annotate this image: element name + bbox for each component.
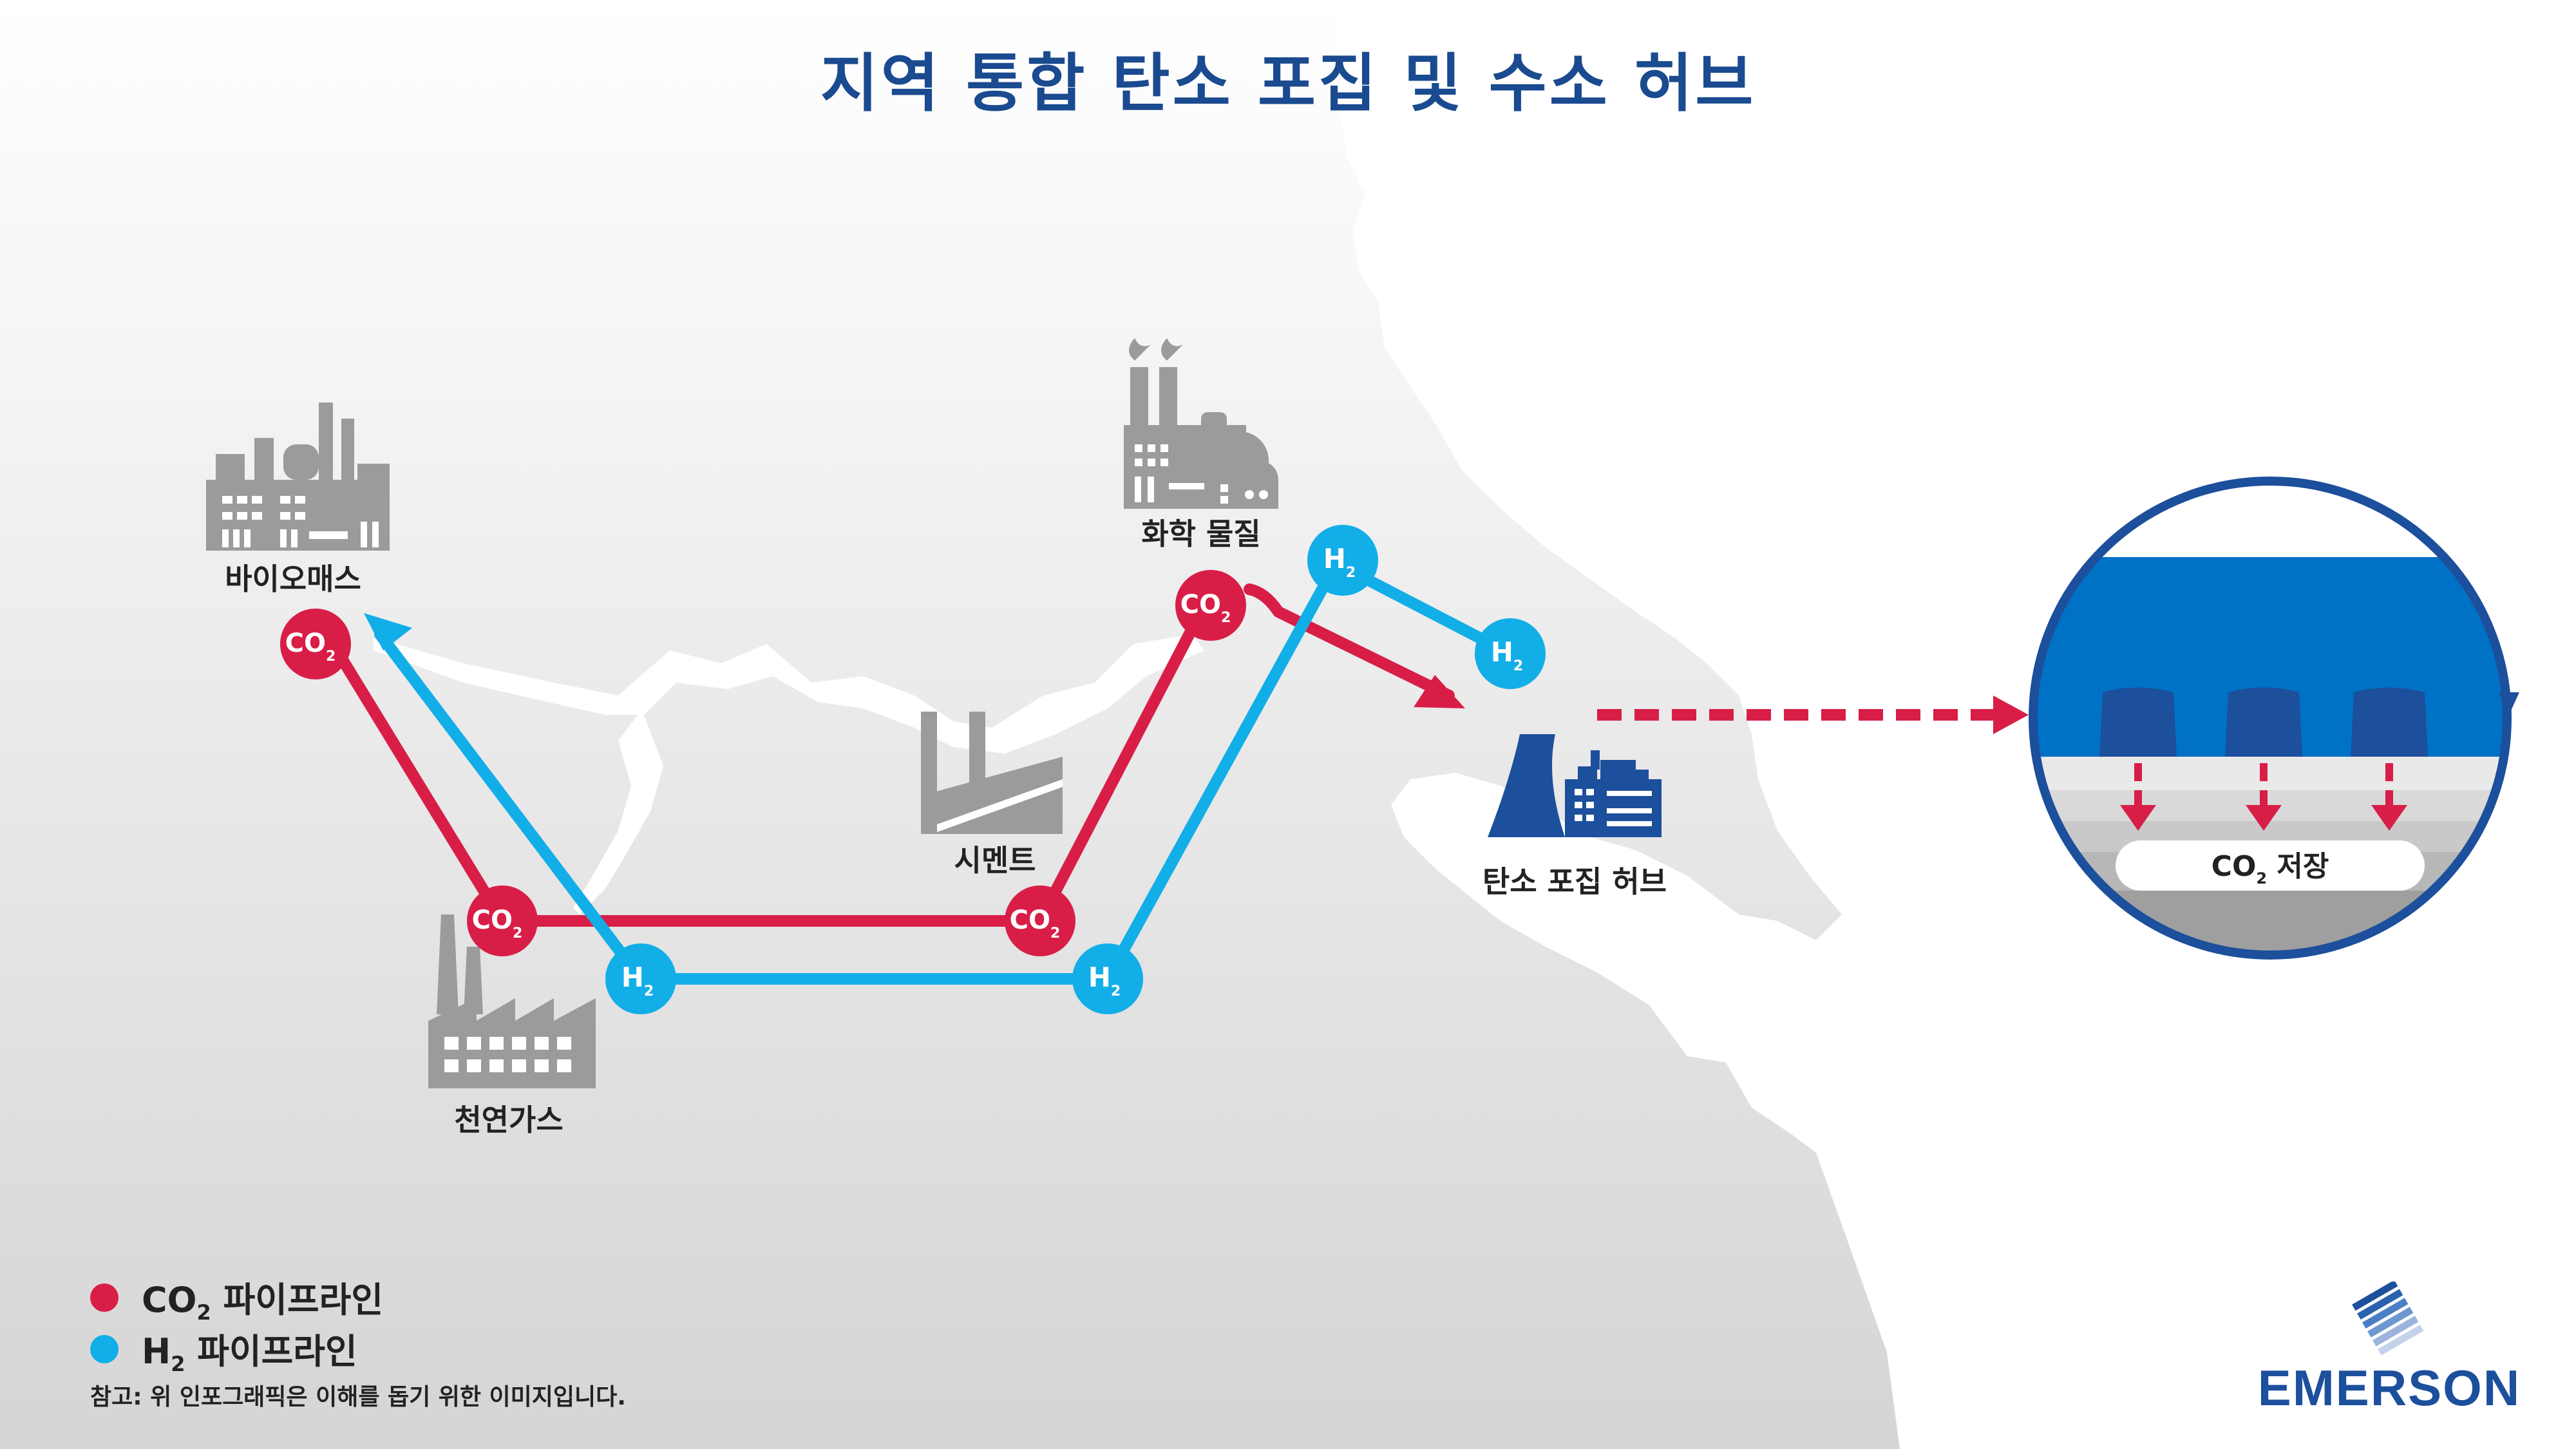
site-label-hub: 탄소 포집 허브 <box>1482 864 1667 899</box>
river <box>374 634 1204 914</box>
h2-arrowhead <box>364 613 412 650</box>
legend-item-co2: CO2 파이프라인 <box>90 1272 384 1325</box>
svg-text:H2: H2 <box>1088 961 1121 999</box>
storage-arrowhead <box>1993 696 2029 734</box>
co2-pipeline <box>329 583 1455 927</box>
storage-label: CO2 저장 <box>2211 850 2329 887</box>
svg-text:CO2: CO2 <box>285 629 336 665</box>
emerson-logo-icon <box>2352 1280 2424 1356</box>
legend-co2-label: CO2 파이프라인 <box>142 1279 384 1325</box>
carbon-capture-hub-icon <box>1488 734 1662 837</box>
svg-text:H2: H2 <box>1323 543 1356 581</box>
sea-area <box>1340 0 2576 1449</box>
chevron-down-icon <box>2499 692 2519 715</box>
svg-text:CO2: CO2 <box>472 905 523 942</box>
storage-circle-border <box>2029 477 2512 960</box>
site-label-chemicals: 화학 물질 <box>1141 516 1260 551</box>
svg-text:H2: H2 <box>1491 636 1523 674</box>
co2-node: CO2 <box>467 886 538 956</box>
legend-co2-dot <box>90 1283 118 1312</box>
legend: CO2 파이프라인 H2 파이프라인 <box>90 1272 384 1376</box>
legend-h2-dot <box>90 1335 118 1363</box>
svg-text:H2: H2 <box>621 961 654 999</box>
natural-gas-factory-icon <box>428 914 596 1088</box>
chemicals-factory-icon <box>1124 338 1278 509</box>
site-label-cement: 시멘트 <box>954 843 1036 878</box>
h2-node: H2 <box>605 943 676 1014</box>
site-label-natural-gas: 천연가스 <box>454 1103 563 1137</box>
cement-factory-icon <box>921 712 1063 834</box>
co2-storage-circle <box>2033 481 2507 955</box>
h2-node: H2 <box>1475 618 1546 689</box>
co2-node: CO2 <box>1175 570 1246 641</box>
co2-node: CO2 <box>280 609 351 679</box>
legend-h2-label: H2 파이프라인 <box>142 1331 357 1376</box>
site-label-biomass: 바이오매스 <box>225 562 361 596</box>
h2-node: H2 <box>1072 943 1143 1014</box>
biomass-factory-icon <box>206 402 390 551</box>
legend-item-h2: H2 파이프라인 <box>90 1323 383 1376</box>
co2-arrowhead <box>1414 675 1465 708</box>
svg-text:CO2: CO2 <box>1180 590 1231 626</box>
h2-node: H2 <box>1307 525 1378 596</box>
h2-pipeline <box>374 558 1510 985</box>
emerson-logo: EMERSON <box>2241 1280 2537 1423</box>
footnote: 참고: 위 인포그래픽은 이해를 돕기 위한 이미지입니다. <box>90 1384 626 1410</box>
svg-text:CO2: CO2 <box>1010 905 1061 942</box>
co2-node: CO2 <box>1005 886 1075 956</box>
emerson-logo-text: EMERSON <box>2257 1359 2521 1416</box>
page-title: 지역 통합 탄소 포집 및 수소 허브 <box>820 47 1756 120</box>
